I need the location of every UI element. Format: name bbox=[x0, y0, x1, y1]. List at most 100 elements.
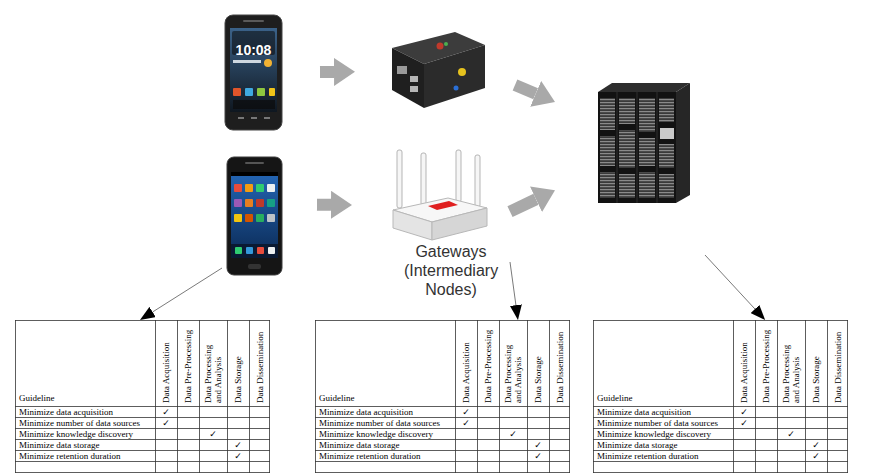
samsung-phone bbox=[231, 172, 278, 258]
samsung-phone bbox=[245, 199, 253, 207]
guideline-row: Minimize data storage bbox=[597, 440, 677, 450]
guideline-row: Minimize retention duration bbox=[19, 451, 120, 461]
server-rack bbox=[639, 172, 655, 198]
column-header: Data Acquisition bbox=[161, 323, 171, 403]
wireless-router bbox=[432, 208, 487, 240]
wireless-router bbox=[475, 155, 480, 207]
grid-line bbox=[315, 417, 570, 418]
guideline-row: Minimize data storage bbox=[319, 440, 399, 450]
check-mark: ✓ bbox=[455, 418, 477, 428]
samsung-phone bbox=[227, 157, 282, 275]
grid-line bbox=[593, 428, 848, 429]
guideline-table: GuidelineData AcquisitionData Pre-Proces… bbox=[593, 320, 848, 473]
samsung-phone bbox=[231, 172, 278, 176]
htc-phone bbox=[233, 60, 261, 63]
server-rack bbox=[600, 172, 615, 198]
check-mark: ✓ bbox=[527, 440, 549, 450]
grid-line bbox=[15, 472, 270, 473]
server-rack bbox=[598, 83, 690, 203]
smartphone: 10:08 bbox=[215, 10, 320, 135]
column-header: Data Storage bbox=[811, 323, 821, 403]
htc-phone bbox=[243, 20, 264, 22]
embedded-gateway bbox=[454, 86, 459, 91]
htc-phone bbox=[251, 117, 257, 119]
guideline-row: Minimize retention duration bbox=[319, 451, 420, 461]
check-mark: ✓ bbox=[527, 451, 549, 461]
samsung-phone bbox=[267, 214, 275, 222]
wireless-router bbox=[397, 150, 402, 208]
connector-group bbox=[153, 72, 755, 312]
htc-phone bbox=[225, 15, 282, 130]
grid-line bbox=[15, 320, 270, 321]
samsung-phone bbox=[235, 247, 242, 254]
guideline-row: Minimize data storage bbox=[19, 440, 99, 450]
embedded-gateway bbox=[397, 66, 407, 74]
grid-line bbox=[593, 320, 848, 321]
htc-phone bbox=[245, 88, 253, 96]
grid-line bbox=[315, 428, 570, 429]
grid-line bbox=[227, 320, 228, 473]
grid-line bbox=[847, 320, 848, 473]
data-flow-arrow bbox=[320, 66, 334, 78]
guideline-row: Minimize knowledge discovery bbox=[597, 429, 711, 439]
samsung-phone bbox=[227, 157, 282, 275]
grid-line bbox=[249, 320, 250, 473]
check-mark: ✓ bbox=[227, 451, 249, 461]
guideline-row: Minimize data acquisition bbox=[597, 407, 691, 417]
grid-line bbox=[15, 461, 270, 462]
grid-line bbox=[777, 320, 778, 473]
server-rack bbox=[600, 136, 615, 166]
table-header: Guideline bbox=[319, 393, 355, 404]
check-mark: ✓ bbox=[155, 407, 177, 417]
grid-line bbox=[269, 320, 270, 473]
grid-line bbox=[593, 450, 848, 451]
samsung-phone bbox=[267, 199, 275, 207]
column-header: Data Processing and Analysis bbox=[203, 339, 223, 403]
guideline-row: Minimize number of data sources bbox=[597, 418, 718, 428]
grid-line bbox=[15, 439, 270, 440]
samsung-phone bbox=[268, 247, 275, 254]
samsung-phone bbox=[234, 199, 242, 207]
grid-line bbox=[15, 320, 16, 473]
grid-line bbox=[177, 320, 178, 473]
wireless-router bbox=[428, 201, 458, 210]
grid-line bbox=[155, 320, 156, 473]
guideline-row: Minimize knowledge discovery bbox=[319, 429, 433, 439]
server-rack bbox=[617, 92, 618, 203]
grid-line bbox=[315, 320, 570, 321]
grid-line bbox=[315, 461, 570, 462]
server-rack bbox=[619, 174, 635, 198]
column-header: Data Dissemination bbox=[255, 323, 265, 403]
grid-line bbox=[15, 417, 270, 418]
server-rack bbox=[637, 92, 638, 203]
grid-line bbox=[549, 320, 550, 473]
guideline-row: Minimize number of data sources bbox=[19, 418, 140, 428]
samsung-phone bbox=[234, 214, 242, 222]
grid-line bbox=[569, 320, 570, 473]
grid-line bbox=[15, 406, 270, 407]
data-flow-arrow bbox=[515, 85, 536, 94]
server-rack bbox=[659, 144, 674, 168]
check-mark: ✓ bbox=[199, 429, 227, 439]
grid-line bbox=[527, 320, 528, 473]
grid-line bbox=[477, 320, 478, 473]
guideline-row: Minimize data acquisition bbox=[19, 407, 113, 417]
grid-line bbox=[499, 320, 500, 473]
check-mark: ✓ bbox=[155, 418, 177, 428]
leader-arrow bbox=[510, 262, 516, 305]
grid-line bbox=[315, 406, 570, 407]
column-header: Data Dissemination bbox=[833, 323, 843, 403]
grid-line bbox=[827, 320, 828, 473]
server-rack bbox=[600, 98, 615, 130]
grid-line bbox=[593, 472, 848, 473]
guideline-row: Minimize retention duration bbox=[597, 451, 698, 461]
samsung-phone bbox=[234, 184, 242, 192]
wireless-router bbox=[456, 150, 461, 202]
screen-clock: 10:08 bbox=[225, 42, 282, 58]
check-mark: ✓ bbox=[805, 440, 827, 450]
server-rack bbox=[619, 98, 635, 124]
embedded-gateway bbox=[424, 45, 485, 108]
samsung-phone bbox=[267, 184, 275, 192]
column-header: Data Pre-Processing bbox=[483, 323, 493, 403]
